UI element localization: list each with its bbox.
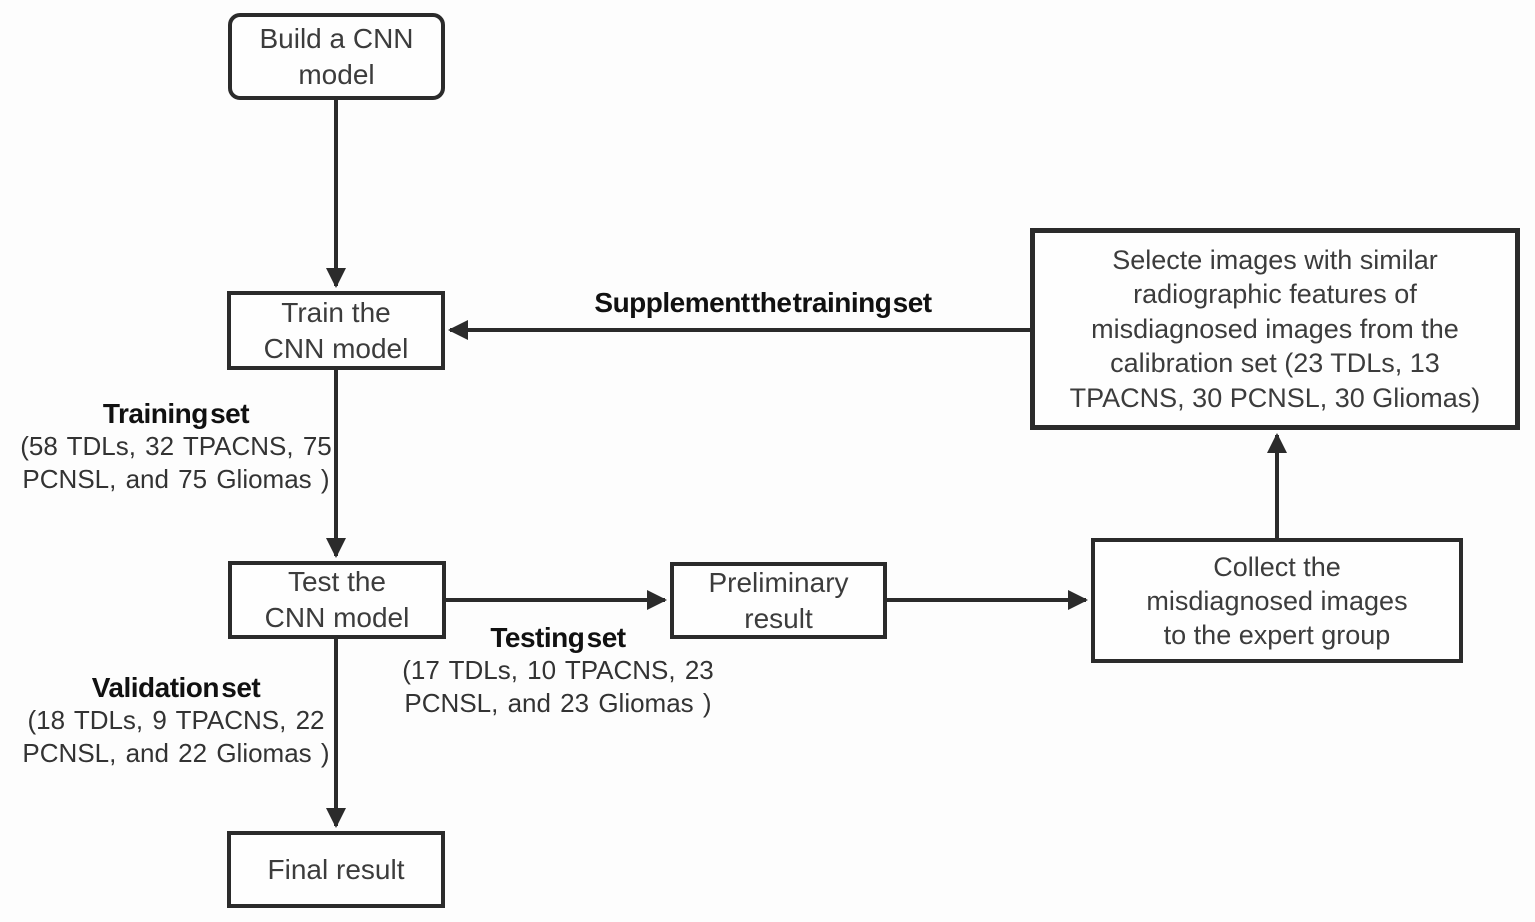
box-train-cnn-model: Train the CNN model — [227, 291, 445, 370]
testing-set-detail: (17 TDLs, 10 TPACNS, 23 PCNSL, and 23 Gl… — [402, 655, 714, 718]
validation-set-title: Validation set — [91, 672, 261, 703]
label-training-set: Training set (58 TDLs, 32 TPACNS, 75 PCN… — [18, 397, 334, 496]
validation-set-detail: (18 TDLs, 9 TPACNS, 22 PCNSL, and 22 Gli… — [22, 705, 330, 768]
box-collect-misdiagnosed-images: Collect the misdiagnosed images to the e… — [1091, 538, 1463, 663]
testing-set-title: Testing set — [490, 622, 626, 653]
box-final-result: Final result — [227, 831, 445, 908]
box-test-cnn-model: Test the CNN model — [228, 561, 446, 639]
box-preliminary-result: Preliminary result — [670, 562, 887, 639]
label-validation-set: Validation set (18 TDLs, 9 TPACNS, 22 PC… — [18, 671, 334, 770]
label-supplement-training-set: Supplement the training set — [594, 287, 932, 318]
box-build-cnn-model: Build a CNN model — [228, 13, 445, 100]
training-set-detail: (58 TDLs, 32 TPACNS, 75 PCNSL, and 75 Gl… — [20, 431, 332, 494]
training-set-title: Training set — [102, 398, 250, 429]
box-select-similar-images: Selecte images with similar radiographic… — [1030, 228, 1520, 430]
label-testing-set: Testing set (17 TDLs, 10 TPACNS, 23 PCNS… — [400, 621, 716, 720]
